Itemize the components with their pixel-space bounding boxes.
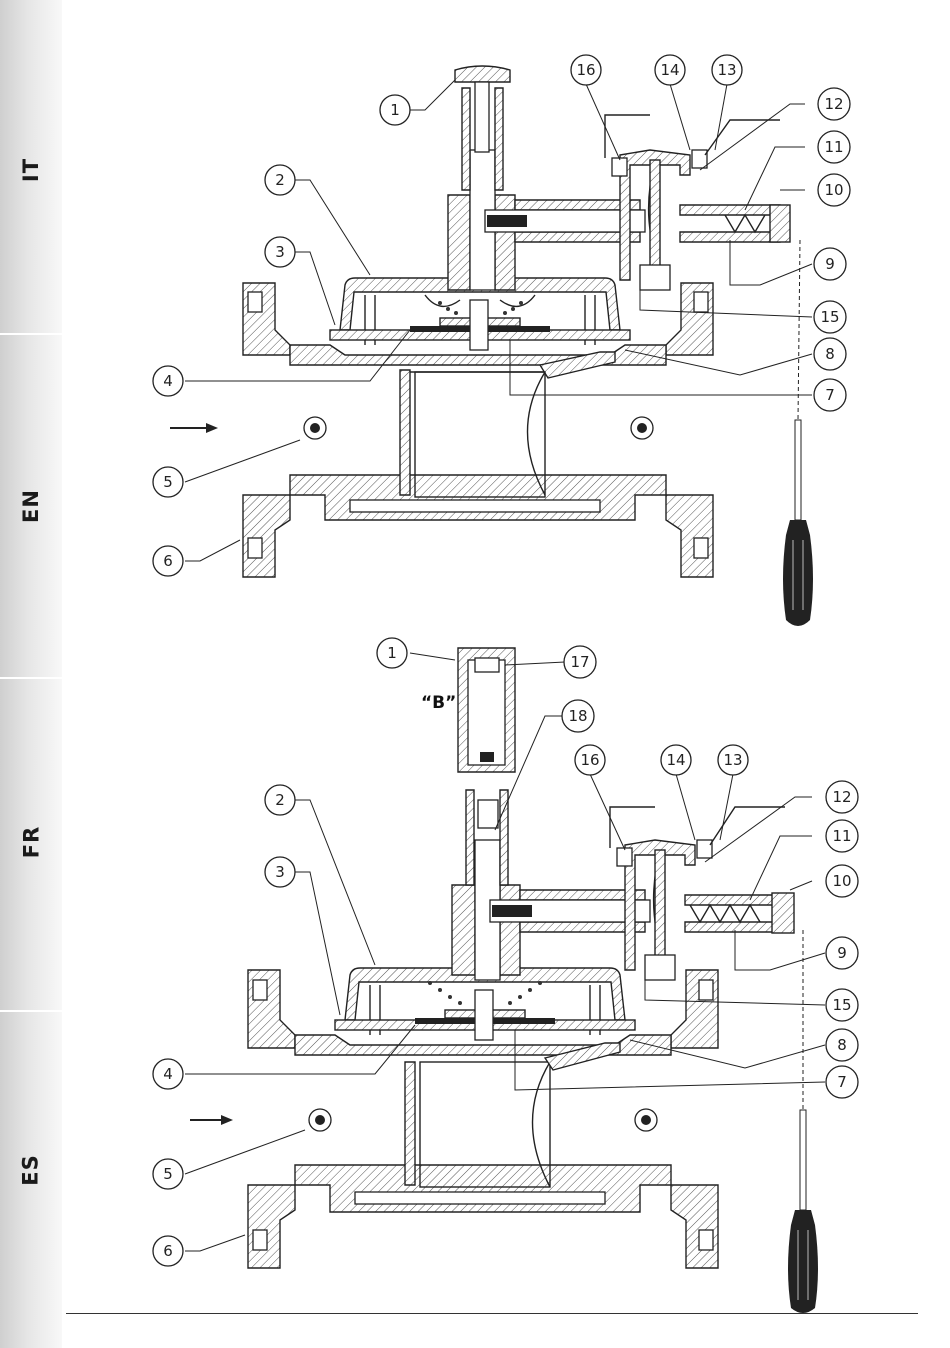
callout-11: 11 (818, 131, 850, 163)
callout-4: 4 (153, 1059, 183, 1089)
callout-13: 13 (718, 745, 748, 775)
callout-15: 15 (826, 989, 858, 1021)
svg-text:1: 1 (390, 101, 400, 119)
svg-text:6: 6 (163, 552, 173, 570)
callout-12: 12 (818, 88, 850, 120)
svg-text:12: 12 (824, 95, 843, 113)
svg-text:14: 14 (666, 751, 685, 769)
callout-1: 1 (377, 638, 407, 668)
svg-text:4: 4 (163, 1065, 173, 1083)
svg-text:11: 11 (832, 827, 851, 845)
callout-10: 10 (818, 174, 850, 206)
callout-4: 4 (153, 366, 183, 396)
footer-rule (66, 1313, 918, 1314)
callout-8: 8 (814, 338, 846, 370)
callout-14: 14 (655, 55, 685, 85)
svg-text:17: 17 (570, 653, 589, 671)
svg-text:3: 3 (275, 863, 285, 881)
svg-text:8: 8 (825, 345, 835, 363)
svg-text:14: 14 (660, 61, 679, 79)
svg-text:7: 7 (837, 1073, 847, 1091)
svg-text:2: 2 (275, 171, 285, 189)
svg-text:9: 9 (825, 255, 835, 273)
callout-3: 3 (265, 237, 295, 267)
svg-text:10: 10 (832, 872, 851, 890)
callout-8: 8 (826, 1029, 858, 1061)
svg-text:8: 8 (837, 1036, 847, 1054)
callout-7: 7 (814, 379, 846, 411)
callout-3: 3 (265, 857, 295, 887)
svg-text:4: 4 (163, 372, 173, 390)
svg-text:9: 9 (837, 944, 847, 962)
callout-16: 16 (571, 55, 601, 85)
svg-text:13: 13 (717, 61, 736, 79)
svg-text:13: 13 (723, 751, 742, 769)
callout-7: 7 (826, 1066, 858, 1098)
svg-text:7: 7 (825, 386, 835, 404)
svg-text:16: 16 (580, 751, 599, 769)
callout-16: 16 (575, 745, 605, 775)
callout-9: 9 (826, 937, 858, 969)
svg-text:6: 6 (163, 1242, 173, 1260)
callout-5: 5 (153, 1159, 183, 1189)
callout-2: 2 (265, 785, 295, 815)
callout-17: 17 (564, 646, 596, 678)
svg-text:15: 15 (820, 308, 839, 326)
svg-text:15: 15 (832, 996, 851, 1014)
callout-6: 6 (153, 546, 183, 576)
svg-text:16: 16 (576, 61, 595, 79)
callout-9: 9 (814, 248, 846, 280)
callout-14: 14 (661, 745, 691, 775)
marker-label-b: “B” (421, 693, 456, 713)
callout-12: 12 (826, 781, 858, 813)
callout-11: 11 (826, 820, 858, 852)
callout-18: 18 (562, 700, 594, 732)
callout-1: 1 (380, 95, 410, 125)
top-valve-drawing (170, 66, 813, 626)
callout-2: 2 (265, 165, 295, 195)
svg-text:5: 5 (163, 473, 173, 491)
svg-text:10: 10 (824, 181, 843, 199)
callout-6: 6 (153, 1236, 183, 1266)
svg-text:12: 12 (832, 788, 851, 806)
callout-15: 15 (814, 301, 846, 333)
svg-text:1: 1 (387, 644, 397, 662)
svg-text:5: 5 (163, 1165, 173, 1183)
svg-text:3: 3 (275, 243, 285, 261)
svg-text:11: 11 (824, 138, 843, 156)
callout-5: 5 (153, 467, 183, 497)
callout-10: 10 (826, 865, 858, 897)
svg-text:18: 18 (568, 707, 587, 725)
callout-13: 13 (712, 55, 742, 85)
svg-text:2: 2 (275, 791, 285, 809)
